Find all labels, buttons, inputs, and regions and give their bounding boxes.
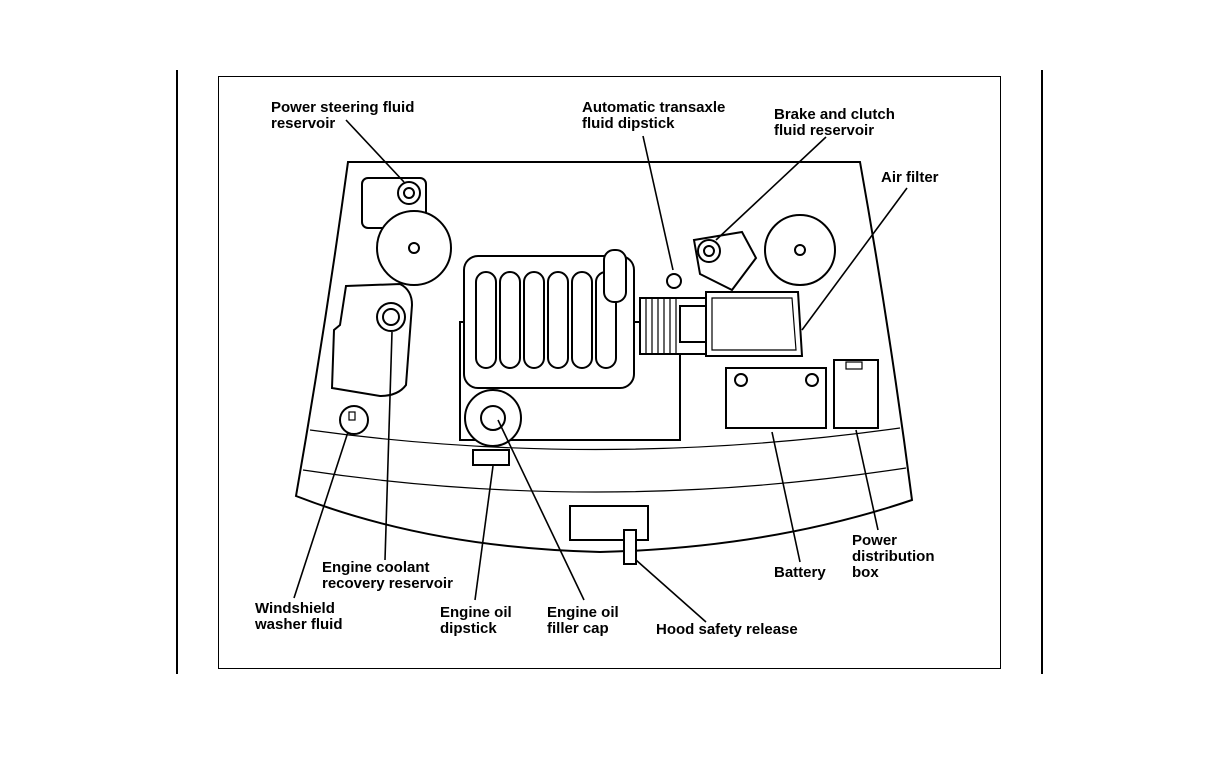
oil-dipstick-handle (473, 450, 509, 465)
leader-hood-release (636, 560, 706, 622)
label-air-filter: Air filter (881, 170, 939, 186)
coolant-cap-inner (383, 309, 399, 325)
power-steering-cap-inner (404, 188, 414, 198)
battery-terminal-right (806, 374, 818, 386)
battery-terminal-left (735, 374, 747, 386)
brake-cap-inner (704, 246, 714, 256)
label-power-distribution-box: Power distribution box (852, 533, 935, 581)
label-oil-filler-cap: Engine oil filler cap (547, 605, 619, 637)
label-battery: Battery (774, 565, 826, 581)
label-power-steering-reservoir: Power steering fluid reservoir (271, 100, 414, 132)
air-filter-housing (706, 292, 802, 356)
transaxle-dipstick-handle (667, 274, 681, 288)
label-brake-clutch-reservoir: Brake and clutch fluid reservoir (774, 107, 895, 139)
throttle-body (604, 250, 626, 302)
right-strut-bolt (795, 245, 805, 255)
power-distribution-box (834, 360, 878, 428)
label-coolant-reservoir: Engine coolant recovery reservoir (322, 560, 453, 592)
hood-release-lever (624, 530, 636, 564)
left-strut-bolt (409, 243, 419, 253)
label-windshield-washer: Windshield washer fluid (255, 601, 343, 633)
label-hood-safety-release: Hood safety release (656, 622, 798, 638)
label-transaxle-dipstick: Automatic transaxle fluid dipstick (582, 100, 725, 132)
label-oil-dipstick: Engine oil dipstick (440, 605, 512, 637)
coolant-reservoir (332, 284, 412, 396)
